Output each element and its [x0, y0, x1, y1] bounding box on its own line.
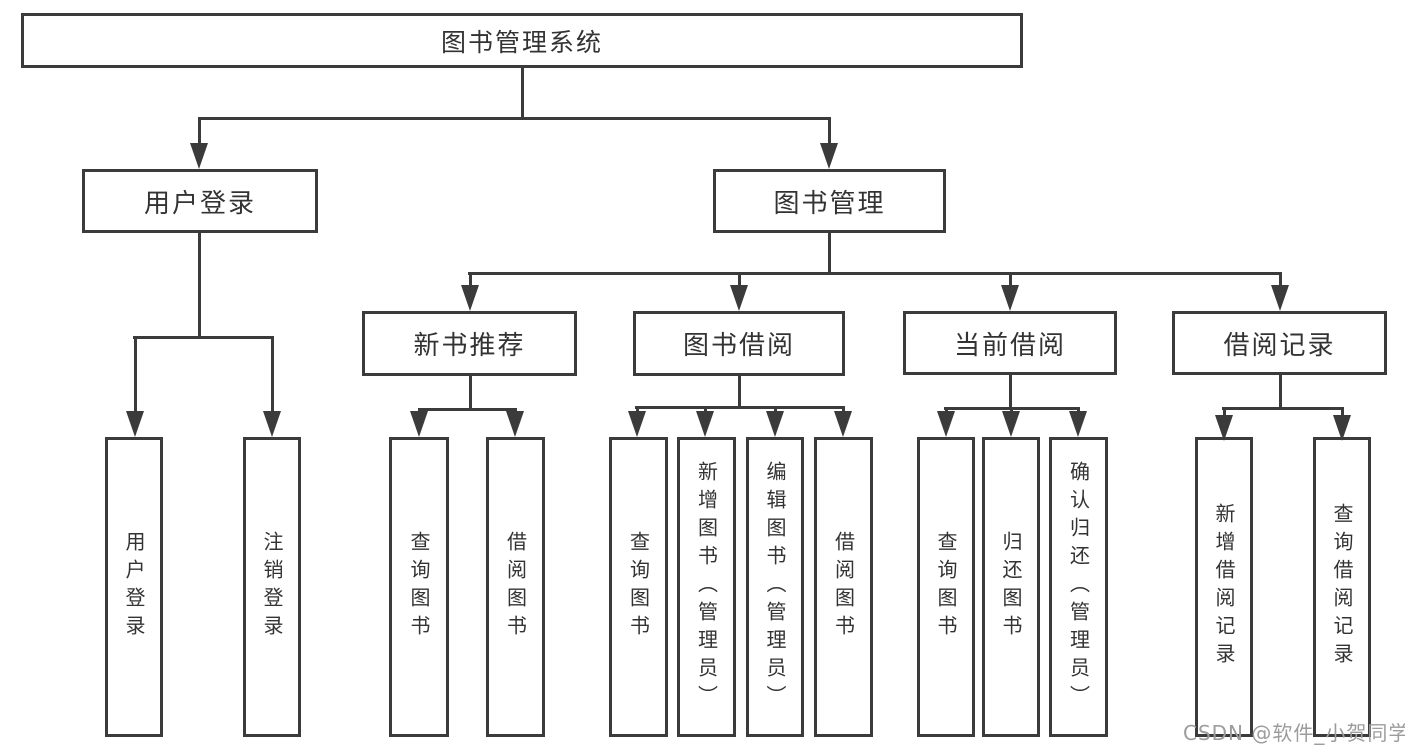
node-label: 用户登录 — [143, 188, 256, 219]
leaf-label: 查询图书 — [934, 531, 958, 643]
leaf-borrow-books: 借阅图书 — [814, 437, 873, 737]
connector-vline — [1008, 375, 1012, 410]
arrow-down-icon — [834, 411, 852, 437]
leaf-label: 借阅图书 — [503, 531, 528, 643]
leaf-label: 注销登录 — [260, 531, 284, 643]
node-borrowing-records: 借阅记录 — [1172, 311, 1387, 375]
arrow-down-icon — [696, 411, 714, 437]
arrow-down-icon — [730, 285, 748, 311]
connector-vline — [468, 376, 472, 411]
arrow-down-icon — [1002, 411, 1020, 437]
leaf-label: 借阅图书 — [831, 531, 856, 643]
connector-hline — [198, 117, 831, 120]
leaf-label: 新增借阅记录 — [1212, 503, 1236, 671]
node-label: 当前借阅 — [953, 330, 1066, 361]
leaf-borrow-books: 借阅图书 — [486, 437, 545, 737]
connector-arrow-stem — [1278, 275, 1282, 291]
leaf-confirm-return-admin: 确认归还（管理员） — [1049, 437, 1108, 737]
arrow-down-icon — [1215, 415, 1233, 441]
connector-arrow-stem — [133, 339, 137, 417]
node-label: 图书借阅 — [682, 331, 795, 361]
connector-arrow-stem — [827, 120, 831, 149]
connector-vline — [197, 233, 201, 339]
connector-hline — [944, 407, 1080, 410]
leaf-label: 查询图书 — [407, 531, 431, 643]
node-library-management-system: 图书管理系统 — [21, 13, 1023, 68]
leaf-query-borrow-record: 查询借阅记录 — [1313, 437, 1371, 737]
node-book-management: 图书管理 — [713, 169, 946, 233]
leaf-label: 新增图书（管理员） — [694, 461, 719, 713]
node-label: 新书推荐 — [413, 331, 526, 361]
connector-arrow-stem — [737, 275, 741, 291]
arrow-down-icon — [1271, 285, 1289, 311]
leaf-edit-books-admin: 编辑图书（管理员） — [746, 437, 804, 737]
arrow-down-icon — [1001, 285, 1019, 311]
leaf-query-books: 查询图书 — [389, 437, 449, 737]
leaf-query-books: 查询图书 — [609, 437, 668, 737]
leaf-logout: 注销登录 — [243, 437, 301, 737]
csdn-watermark: CSDN @软件_小贺同学 — [1183, 721, 1405, 745]
leaf-label: 归还图书 — [999, 531, 1023, 643]
node-label: 图书管理系统 — [440, 27, 603, 57]
arrow-down-icon — [506, 411, 524, 437]
connector-hline — [635, 406, 845, 409]
connector-arrow-stem — [197, 120, 201, 149]
connector-vline — [1278, 375, 1282, 410]
connector-vline — [737, 376, 741, 409]
connector-arrow-stem — [468, 275, 472, 291]
arrow-down-icon — [937, 411, 955, 437]
arrow-down-icon — [628, 411, 646, 437]
leaf-query-books: 查询图书 — [917, 437, 975, 737]
leaf-label: 用户登录 — [122, 531, 146, 643]
node-new-book-recommend: 新书推荐 — [362, 311, 577, 376]
node-current-borrowing: 当前借阅 — [903, 311, 1117, 375]
arrow-down-icon — [1069, 411, 1087, 437]
connector-hline — [133, 336, 274, 339]
arrow-down-icon — [126, 411, 144, 437]
arrow-down-icon — [263, 411, 281, 437]
arrow-down-icon — [1333, 415, 1351, 441]
connector-hline — [1222, 407, 1344, 410]
leaf-return-books: 归还图书 — [982, 437, 1040, 737]
arrow-down-icon — [820, 143, 838, 169]
leaf-label: 查询借阅记录 — [1330, 503, 1354, 671]
arrow-down-icon — [461, 285, 479, 311]
leaf-label: 编辑图书（管理员） — [763, 461, 787, 713]
connector-vline — [827, 233, 831, 275]
connector-hline — [418, 408, 517, 411]
leaf-add-borrow-record: 新增借阅记录 — [1195, 437, 1253, 737]
leaf-label: 确认归还（管理员） — [1066, 461, 1091, 713]
arrow-down-icon — [190, 143, 208, 169]
node-label: 图书管理 — [773, 188, 886, 219]
node-label: 借阅记录 — [1223, 330, 1336, 361]
connector-arrow-stem — [270, 339, 274, 417]
connector-hline — [468, 272, 1282, 275]
node-book-borrowing: 图书借阅 — [633, 311, 845, 376]
leaf-label: 查询图书 — [626, 531, 651, 643]
leaf-user-login: 用户登录 — [105, 437, 163, 737]
connector-arrow-stem — [1008, 275, 1012, 291]
arrow-down-icon — [766, 411, 784, 437]
connector-vline — [520, 68, 524, 120]
arrow-down-icon — [410, 411, 428, 437]
leaf-add-books-admin: 新增图书（管理员） — [677, 437, 736, 737]
node-user-login: 用户登录 — [82, 169, 318, 233]
